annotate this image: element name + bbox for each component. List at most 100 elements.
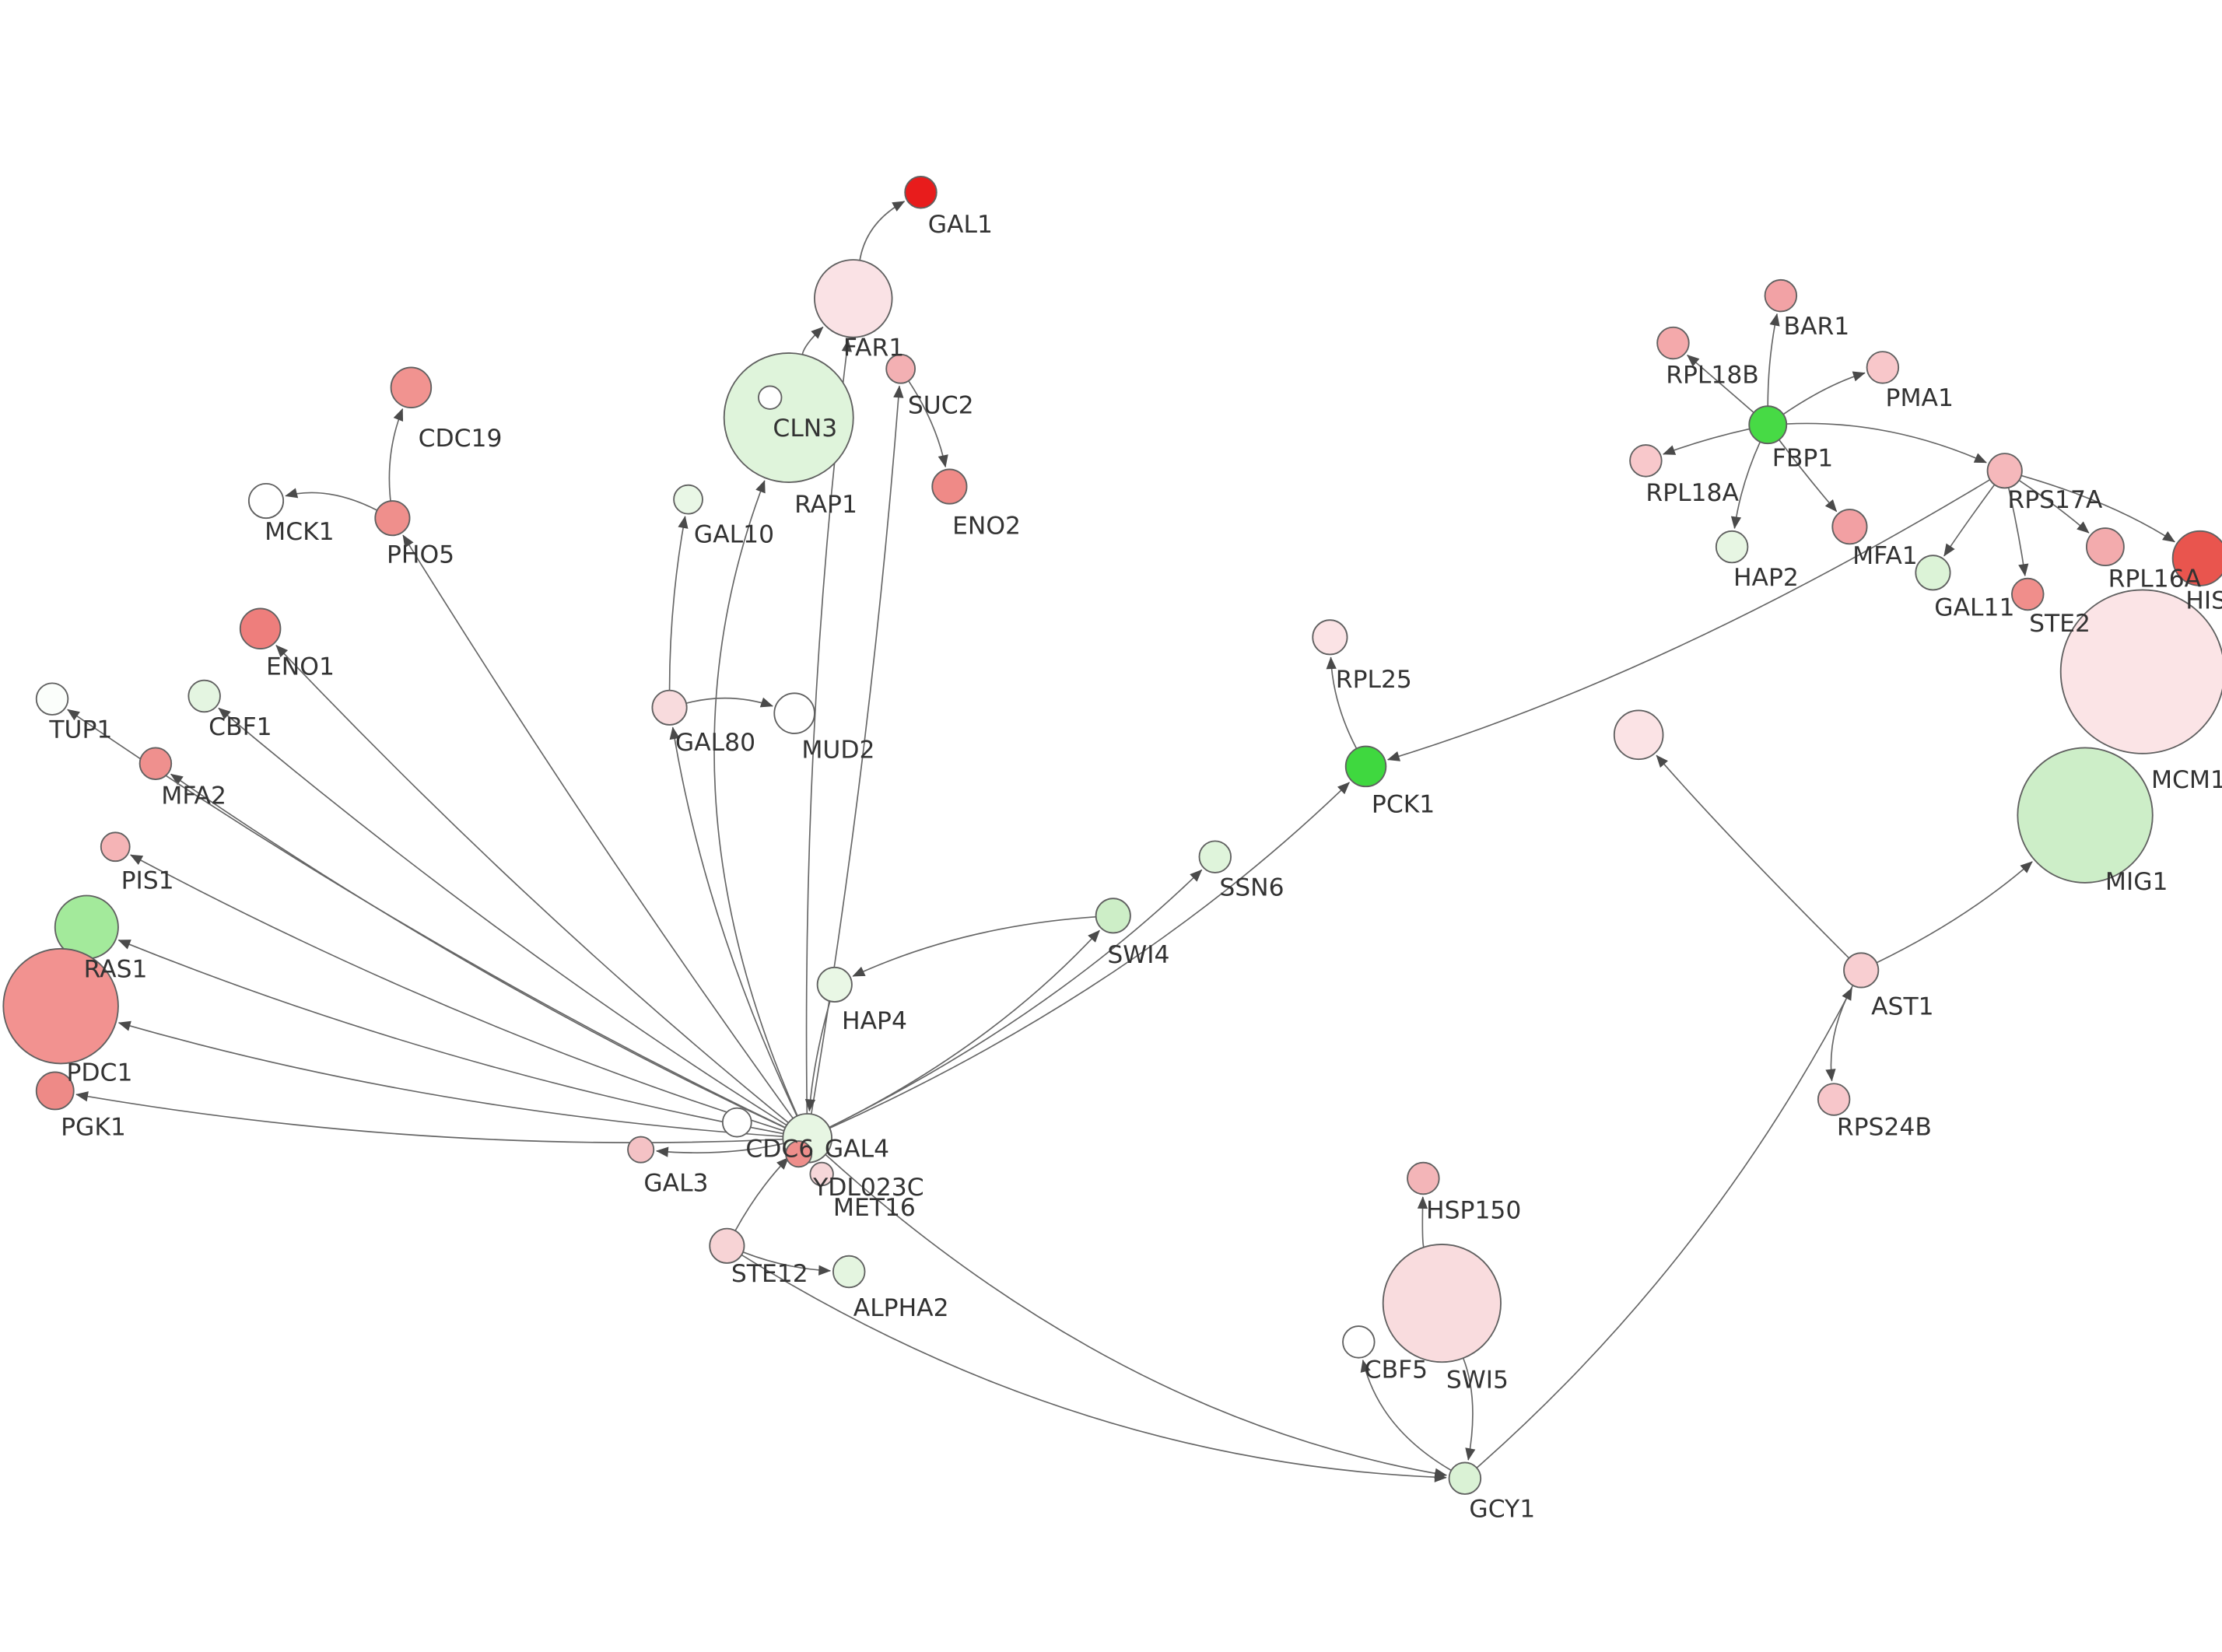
- edge-GAL4-PHO5[interactable]: [402, 534, 794, 1119]
- edge-PCK1-RPL25[interactable]: [1326, 656, 1358, 749]
- node-MET16[interactable]: [809, 1161, 834, 1187]
- edge-FBP1-BAR1[interactable]: [1767, 313, 1780, 407]
- node-SWI5[interactable]: [1382, 1243, 1502, 1363]
- node-SUC2[interactable]: [885, 353, 916, 384]
- node-RPS24B[interactable]: [1817, 1083, 1851, 1116]
- node-GAL10[interactable]: [673, 484, 703, 515]
- edge-FBP1-MFA1[interactable]: [1778, 439, 1838, 513]
- node-PHO5[interactable]: [374, 500, 411, 537]
- node-FAR1[interactable]: [814, 259, 893, 338]
- edge-GAL4-GCY1[interactable]: [825, 1153, 1448, 1479]
- node-ALPHA2[interactable]: [832, 1255, 866, 1289]
- edge-GAL4-ENO1[interactable]: [275, 645, 789, 1124]
- node-PGK1[interactable]: [35, 1071, 75, 1111]
- edge-RPS17A-GAL11[interactable]: [1943, 484, 1996, 557]
- edge-GCY1-AST1[interactable]: [1476, 987, 1853, 1468]
- edge-PHO5-CDC19[interactable]: [388, 408, 404, 502]
- edge-FBP1-HAP2[interactable]: [1730, 441, 1761, 530]
- node-GCY1[interactable]: [1448, 1461, 1482, 1495]
- edge-SWI4-HAP4[interactable]: [852, 915, 1096, 977]
- edge-STE12-GCY1[interactable]: [741, 1254, 1447, 1482]
- edge-FBP1-RPL18B[interactable]: [1687, 354, 1754, 414]
- node-SWI4[interactable]: [1095, 898, 1131, 934]
- node-MCK1[interactable]: [247, 482, 285, 520]
- node-YDL023C[interactable]: [785, 1140, 813, 1168]
- node-RPL16A[interactable]: [2085, 527, 2125, 566]
- edge-GAL4-SWI4[interactable]: [829, 929, 1100, 1129]
- edge-GAL4-GAL80[interactable]: [669, 726, 798, 1117]
- node-CBF5[interactable]: [1342, 1325, 1376, 1359]
- edge-GAL4-TUP1[interactable]: [67, 709, 786, 1129]
- node-PIS1[interactable]: [100, 831, 131, 863]
- edge-GAL4-PCK1[interactable]: [829, 782, 1350, 1129]
- node-PCK1[interactable]: [1344, 745, 1387, 788]
- edge-RPS17A-STE2[interactable]: [2007, 487, 2029, 577]
- node-RPL25[interactable]: [1312, 619, 1348, 656]
- edge-GAL4-CBF1[interactable]: [218, 707, 787, 1126]
- node-MIG1[interactable]: [2017, 747, 2154, 884]
- edge-STE12-GAL4[interactable]: [734, 1157, 789, 1231]
- edge-GAL4-RAS1[interactable]: [117, 939, 784, 1135]
- node-RPL18B[interactable]: [1656, 326, 1690, 360]
- node-HSP150[interactable]: [1407, 1161, 1440, 1195]
- edge-FAR1-GAL1[interactable]: [859, 201, 906, 261]
- node-HAP2[interactable]: [1715, 530, 1749, 564]
- node-RPL18A[interactable]: [1629, 444, 1663, 478]
- edge-RPS17A-PCK1[interactable]: [1386, 478, 1991, 761]
- node-MFA2[interactable]: [138, 747, 173, 780]
- edge-RPS17A-RPL16A[interactable]: [2018, 479, 2090, 534]
- node-GAL11[interactable]: [1915, 555, 1951, 591]
- node-ENO2[interactable]: [931, 468, 968, 505]
- node-AST1[interactable]: [1843, 952, 1880, 989]
- node-STE12[interactable]: [709, 1227, 745, 1264]
- node-HAP4[interactable]: [816, 966, 853, 1003]
- edge-SWI5-HSP150[interactable]: [1417, 1196, 1428, 1248]
- edge-SUC2-ENO2[interactable]: [908, 380, 948, 468]
- node-FBP1[interactable]: [1748, 405, 1788, 445]
- edge-GAL4-PGK1[interactable]: [75, 1091, 783, 1143]
- node-PDC1[interactable]: [2, 947, 119, 1065]
- edge-GAL4-GAL3[interactable]: [656, 1143, 784, 1157]
- edge-AST1-UNNAMED1[interactable]: [1656, 754, 1850, 959]
- node-PMA1[interactable]: [1866, 351, 1900, 384]
- edge-STE12-ALPHA2[interactable]: [742, 1251, 832, 1276]
- node-CDC6[interactable]: [721, 1107, 752, 1138]
- edge-FBP1-RPS17A[interactable]: [1786, 422, 1987, 464]
- node-GAL80[interactable]: [651, 689, 688, 726]
- edge-AST1-RPS24B[interactable]: [1825, 985, 1854, 1082]
- node-HIS4[interactable]: [2171, 530, 2222, 586]
- node-TUP1[interactable]: [35, 682, 69, 716]
- edge-SWI5-GCY1[interactable]: [1462, 1357, 1476, 1461]
- edge-GAL4-SUC2[interactable]: [810, 385, 904, 1115]
- node-ENO1[interactable]: [239, 607, 282, 650]
- edge-PHO5-MCK1[interactable]: [285, 488, 378, 511]
- edge-GAL80-MUD2[interactable]: [685, 697, 773, 708]
- edge-GCY1-CBF5[interactable]: [1360, 1359, 1452, 1472]
- node-STE2[interactable]: [2011, 577, 2045, 611]
- edge-GAL4-PDC1[interactable]: [117, 1020, 783, 1138]
- node-MFA1[interactable]: [1831, 509, 1868, 545]
- edge-GAL4-CLN3[interactable]: [713, 480, 798, 1117]
- node-MUD2[interactable]: [773, 692, 815, 734]
- node-RPS17A[interactable]: [1986, 453, 2023, 489]
- node-BAR1[interactable]: [1764, 278, 1798, 313]
- node-GAL1[interactable]: [904, 176, 938, 209]
- edge-AST1-MIG1[interactable]: [1876, 861, 2033, 964]
- node-CBF1[interactable]: [188, 679, 221, 713]
- edge-FBP1-PMA1[interactable]: [1782, 371, 1866, 415]
- node-GAL3[interactable]: [627, 1136, 655, 1164]
- edge-CLN3-FAR1[interactable]: [801, 326, 824, 355]
- node-CDC19[interactable]: [390, 366, 433, 409]
- node-UNNAMED1[interactable]: [1613, 709, 1664, 761]
- edge-HAP4-GAL4[interactable]: [804, 1001, 831, 1112]
- edge-RPS17A-HIS4[interactable]: [2020, 474, 2175, 543]
- node-SSN6[interactable]: [1198, 840, 1232, 873]
- node-RAP1[interactable]: [758, 385, 783, 410]
- edge-GAL80-GAL10[interactable]: [668, 516, 689, 691]
- node-CLN3[interactable]: [723, 352, 854, 483]
- edge-GAL4-SSN6[interactable]: [829, 869, 1203, 1129]
- node-MCM1[interactable]: [2059, 589, 2222, 754]
- edge-GAL4-MFA2[interactable]: [170, 773, 786, 1129]
